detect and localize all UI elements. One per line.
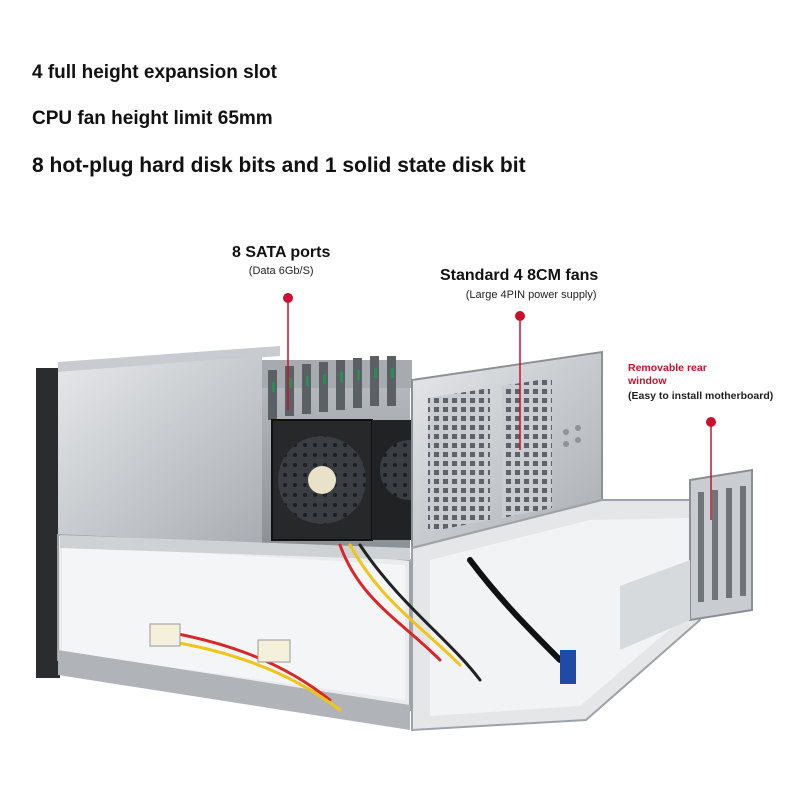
feature-cpu-fan-limit: CPU fan height limit 65mm [32, 108, 273, 129]
rear-window-bracket [620, 468, 753, 650]
callout-sata-ports: 8 SATA ports (Data 6Gb/S) [232, 244, 330, 277]
callout-markers [283, 293, 716, 520]
callout-rear-window: Removable rear window (Easy to install m… [628, 362, 773, 402]
callout-rear-title-line2: window [628, 375, 667, 387]
callout-sata-subtitle: (Data 6Gb/S) [248, 265, 314, 277]
callout-rear-title-line1: Removable rear [628, 362, 707, 374]
rear-panel [411, 350, 701, 732]
callout-rear-subtitle: (Easy to install motherboard) [628, 390, 774, 402]
hard-disk-bays [262, 356, 412, 420]
callout-sata-title: 8 SATA ports [232, 244, 331, 261]
middle-rail [60, 535, 410, 560]
feature-disk-bays: 8 hot-plug hard disk bits and 1 solid st… [32, 154, 526, 177]
callout-fans-title: Standard 4 8CM fans [440, 267, 599, 284]
power-cables [149, 543, 576, 712]
callout-fans-subtitle: (Large 4PIN power supply) [465, 289, 597, 301]
callout-fans: Standard 4 8CM fans (Large 4PIN power su… [440, 267, 598, 301]
feature-expansion-slots: 4 full height expansion slot [32, 62, 277, 83]
